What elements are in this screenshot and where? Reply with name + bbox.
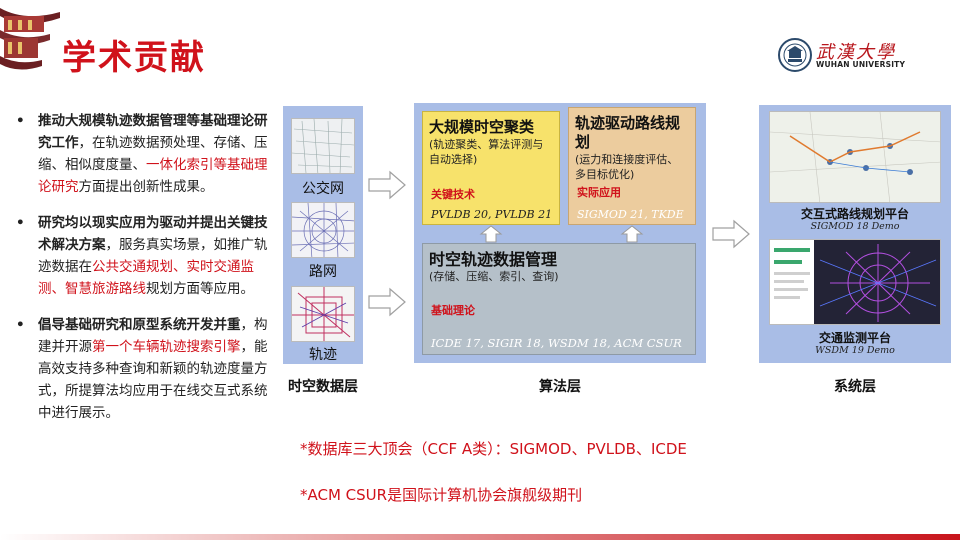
routing-citation: SIGMOD 21, TKDE <box>577 208 684 221</box>
university-logo: 武漢大學 WUHAN UNIVERSITY <box>778 38 918 74</box>
trajectory-image <box>292 287 354 341</box>
university-emblem-icon <box>778 38 812 72</box>
pagoda-decoration <box>0 8 60 70</box>
management-key-tag: 基础理论 <box>431 304 475 317</box>
footnote-csur: *ACM CSUR是国际计算机协会旗舰级期刊 <box>300 486 583 504</box>
routing-subtitle: (运力和连接度评估、多目标优化) <box>575 153 679 181</box>
arrow-right-icon <box>368 287 406 317</box>
bullet-text-bold: 倡导基础研究和原型系统开发并重 <box>38 317 241 333</box>
system-layer-label: 系统层 <box>834 379 876 395</box>
platform-cite-traffic: WSDM 19 Demo <box>815 345 895 356</box>
routing-title: 轨迹驱动路线规划 <box>575 114 681 151</box>
bullet-text-highlight: 一体化索引等基础理论研究 <box>38 157 268 195</box>
bullet-dot: • <box>16 215 25 231</box>
trajectory-map <box>291 286 355 342</box>
source-label-bus: 公交网 <box>302 181 344 197</box>
bullet-item-2: • 研究均以现实应用为驱动并提出关键技术解决方案，服务真实场景，如推广轨迹数据在公… <box>16 212 270 300</box>
data-layer-label: 时空数据层 <box>288 379 358 395</box>
bullet-item-3: • 倡导基础研究和原型系统开发并重，构建并开源第一个车辆轨迹搜索引擎，能高效支持多… <box>16 314 270 424</box>
bullet-dot: • <box>16 317 25 333</box>
contribution-bullets: • 推动大规模轨迹数据管理等基础理论研究工作，在轨迹数据预处理、存储、压缩、相似度… <box>16 110 270 438</box>
bullet-text: ，在轨迹数据预处理、存储、压缩、相似度度量、 <box>38 135 268 173</box>
clustering-box: 大规模时空聚类 (轨迹聚类、算法评测与自动选择) 关键技术 PVLDB 20, … <box>422 111 560 225</box>
data-layer-panel: 公交网 路网 轨迹 <box>283 106 363 364</box>
bullet-text-bold: 研究均以现实应用为驱动并提出关键技术解决方案 <box>38 215 268 253</box>
bottom-accent-bar <box>0 534 960 540</box>
road-network-map <box>291 202 355 258</box>
arrow-right-icon <box>368 170 406 200</box>
bullet-dot: • <box>16 113 25 129</box>
route-planning-image <box>770 112 940 202</box>
bus-network-map <box>291 118 355 174</box>
footnote-ccf: *数据库三大顶会（CCF A类）：SIGMOD、PVLDB、ICDE <box>300 440 687 458</box>
algorithm-layer-panel: 大规模时空聚类 (轨迹聚类、算法评测与自动选择) 关键技术 PVLDB 20, … <box>414 103 706 363</box>
clustering-citation: PVLDB 20, PVLDB 21 <box>431 208 553 221</box>
management-citation: ICDE 17, SIGIR 18, WSDM 18, ACM CSUR <box>431 336 682 350</box>
bullet-text: 规划方面等应用。 <box>146 281 254 297</box>
bullet-text-bold: 推动大规模轨迹数据管理等基础理论研究工作 <box>38 113 268 151</box>
traffic-monitor-image <box>770 240 940 324</box>
clustering-key-tag: 关键技术 <box>431 188 475 201</box>
bullet-text-highlight: 公共交通规划、实时交通监测、智慧旅游路线 <box>38 259 254 297</box>
algorithm-layer-label: 算法层 <box>539 379 581 395</box>
platform-title-route: 交互式路线规划平台 <box>800 207 909 221</box>
routing-box: 轨迹驱动路线规划 (运力和连接度评估、多目标优化) 实际应用 SIGMOD 21… <box>568 107 696 225</box>
bullet-text: ，构建并开源 <box>38 317 268 355</box>
road-network-image <box>292 203 354 257</box>
platform-cite-route: SIGMOD 18 Demo <box>810 221 900 232</box>
bus-network-image <box>292 119 354 173</box>
system-layer-panel: 交互式路线规划平台 SIGMOD 18 Demo 交通监测平台 WSDM 19 … <box>759 105 951 363</box>
route-planning-screenshot <box>769 111 941 203</box>
bullet-item-1: • 推动大规模轨迹数据管理等基础理论研究工作，在轨迹数据预处理、存储、压缩、相似度… <box>16 110 270 198</box>
routing-key-tag: 实际应用 <box>577 186 621 199</box>
arrow-up-icon <box>620 225 644 243</box>
source-label-road: 路网 <box>309 264 337 280</box>
arrow-right-icon <box>712 219 750 249</box>
bullet-text: ，服务真实场景，如推广轨迹数据在 <box>38 237 268 275</box>
page-title: 学术贡献 <box>62 38 206 78</box>
bullet-text: ，能高效支持多种查询和新颖的轨迹度量方式，所提算法均应用于在线交互式系统中进行展… <box>38 339 268 421</box>
logo-chinese-name: 武漢大學 <box>816 42 896 63</box>
management-box: 时空轨迹数据管理 (存储、压缩、索引、查询) 基础理论 ICDE 17, SIG… <box>422 243 696 355</box>
bullet-text: 方面提出创新性成果。 <box>78 179 214 195</box>
logo-english-name: WUHAN UNIVERSITY <box>816 60 906 69</box>
management-subtitle: (存储、压缩、索引、查询) <box>429 270 559 283</box>
clustering-title: 大规模时空聚类 <box>429 118 535 136</box>
source-label-trajectory: 轨迹 <box>309 347 337 363</box>
bullet-text-highlight: 第一个车辆轨迹搜索引擎 <box>92 339 241 355</box>
clustering-subtitle: (轨迹聚类、算法评测与自动选择) <box>429 138 544 166</box>
traffic-monitor-screenshot <box>769 239 941 325</box>
arrow-up-icon <box>479 225 503 243</box>
platform-title-traffic: 交通监测平台 <box>818 331 891 345</box>
management-title: 时空轨迹数据管理 <box>429 250 558 269</box>
